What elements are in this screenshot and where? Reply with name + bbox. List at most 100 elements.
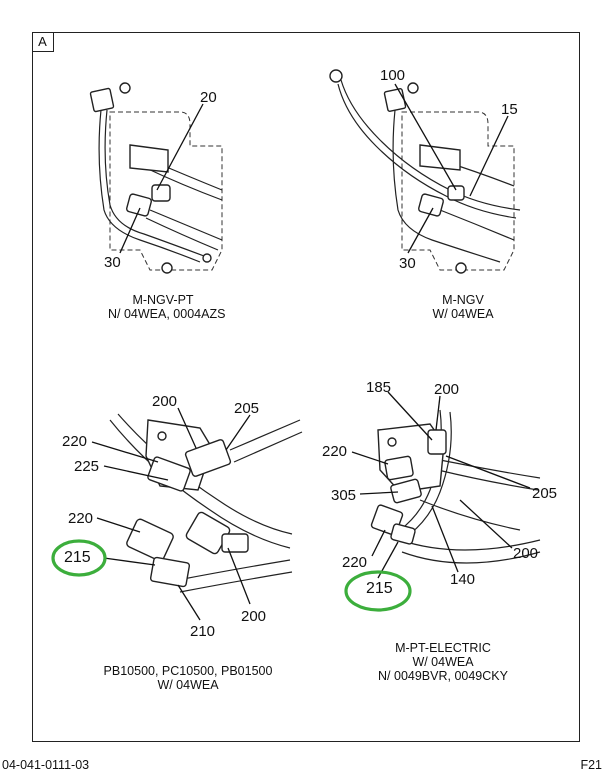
mount-hole [455, 262, 467, 274]
hose-bundle [145, 167, 223, 201]
fitting-205 [184, 439, 232, 477]
fitting [419, 144, 461, 171]
callout-200: 200 [513, 545, 538, 562]
fitting [129, 144, 169, 173]
hose [401, 551, 541, 564]
view-top-right: 100 15 30 [329, 67, 521, 274]
highlight-ring [344, 570, 412, 612]
mount-hole [161, 262, 173, 274]
callout-30: 30 [399, 255, 416, 272]
hose [177, 559, 291, 581]
leader-line [445, 455, 531, 489]
hose [179, 571, 293, 593]
caption-line: M-NGV [442, 293, 484, 307]
leader-line [431, 505, 459, 573]
hose [109, 419, 291, 549]
sensor-wire [98, 109, 201, 263]
callout-200: 200 [434, 381, 459, 398]
callout-305: 305 [331, 487, 356, 504]
callout-100: 100 [380, 67, 405, 84]
highlight-ring [51, 539, 107, 577]
hose [437, 469, 539, 491]
fitting-220 [126, 518, 174, 562]
ring-terminal [329, 69, 343, 83]
leader-line [371, 529, 386, 557]
hose [409, 411, 452, 535]
diagram-frame [32, 32, 580, 742]
caption-line: W/ 04WEA [157, 678, 219, 692]
callout-225: 225 [74, 458, 99, 475]
fitting-225 [147, 456, 191, 492]
leader-line [359, 491, 399, 495]
callout-205: 205 [532, 485, 557, 502]
caption-line: W/ 04WEA [412, 655, 474, 669]
caption-line: N/ 0049BVR, 0049CKY [378, 669, 508, 683]
leader-line [156, 103, 204, 191]
mount-hole [407, 82, 419, 94]
callout-15: 15 [501, 101, 518, 118]
sensor-wire [392, 109, 501, 263]
ground-wire [340, 79, 521, 211]
leader-line [351, 451, 389, 465]
caption-line: W/ 04WEA [432, 307, 494, 321]
callout-205: 205 [234, 400, 259, 417]
hose [233, 431, 303, 463]
view-bottom-left: 200 205 220 225 220 215 200 210 [51, 393, 303, 640]
engine-outline [401, 111, 515, 271]
hose [229, 419, 301, 451]
hose [419, 499, 521, 531]
callout-220: 220 [342, 554, 367, 571]
leader-line [91, 441, 159, 463]
hose-bundle [145, 217, 219, 251]
bolt [157, 431, 167, 441]
ground-wire [337, 83, 517, 219]
callout-215: 215 [64, 549, 91, 566]
hose-end [221, 533, 249, 553]
leader-line [227, 547, 251, 605]
leader-line [119, 207, 141, 254]
callout-220: 220 [62, 433, 87, 450]
page-label: F21 [580, 758, 602, 772]
callout-220: 220 [68, 510, 93, 527]
sensor-wire [104, 109, 205, 257]
leader-line [435, 395, 441, 431]
hose-bundle [439, 209, 515, 241]
caption-bottom-left: PB10500, PC10500, PB01500 W/ 04WEA [98, 664, 278, 692]
leader-line [407, 207, 434, 254]
connector [89, 87, 115, 113]
leader-line [469, 115, 509, 197]
bolt [387, 437, 397, 447]
hose [117, 413, 293, 535]
callout-200: 200 [152, 393, 177, 410]
mount-hole [119, 82, 131, 94]
caption-top-right: M-NGV W/ 04WEA [418, 293, 508, 321]
callout-220: 220 [322, 443, 347, 460]
caption-bottom-right: M-PT-ELECTRIC W/ 04WEA N/ 0049BVR, 0049C… [368, 641, 518, 683]
leader-line [177, 407, 197, 449]
caption-line: M-NGV-PT [132, 293, 194, 307]
callout-20: 20 [200, 89, 217, 106]
view-bottom-right: 185 200 220 205 305 200 220 140 215 [322, 379, 557, 612]
leader-line [459, 499, 513, 549]
fitting-220 [384, 455, 414, 481]
leader-line [225, 414, 251, 451]
leader-line [96, 517, 141, 533]
caption-line: PB10500, PC10500, PB01500 [103, 664, 273, 678]
drawing-number: 04-041-0111-03 [2, 758, 90, 772]
fitting-215 [149, 556, 191, 588]
fitting-215 [390, 523, 416, 545]
callout-215: 215 [366, 580, 393, 597]
fitting-305 [390, 478, 422, 504]
fitting-200 [427, 429, 447, 455]
leader-line [103, 557, 156, 566]
caption-line: M-PT-ELECTRIC [395, 641, 491, 655]
fitting [447, 185, 465, 201]
fitting [418, 193, 444, 217]
mount-hole [202, 253, 212, 263]
callout-30: 30 [104, 254, 121, 271]
leader-line [103, 465, 169, 481]
hose [439, 459, 541, 479]
callout-140: 140 [450, 571, 475, 588]
frame-label: A [32, 32, 54, 52]
